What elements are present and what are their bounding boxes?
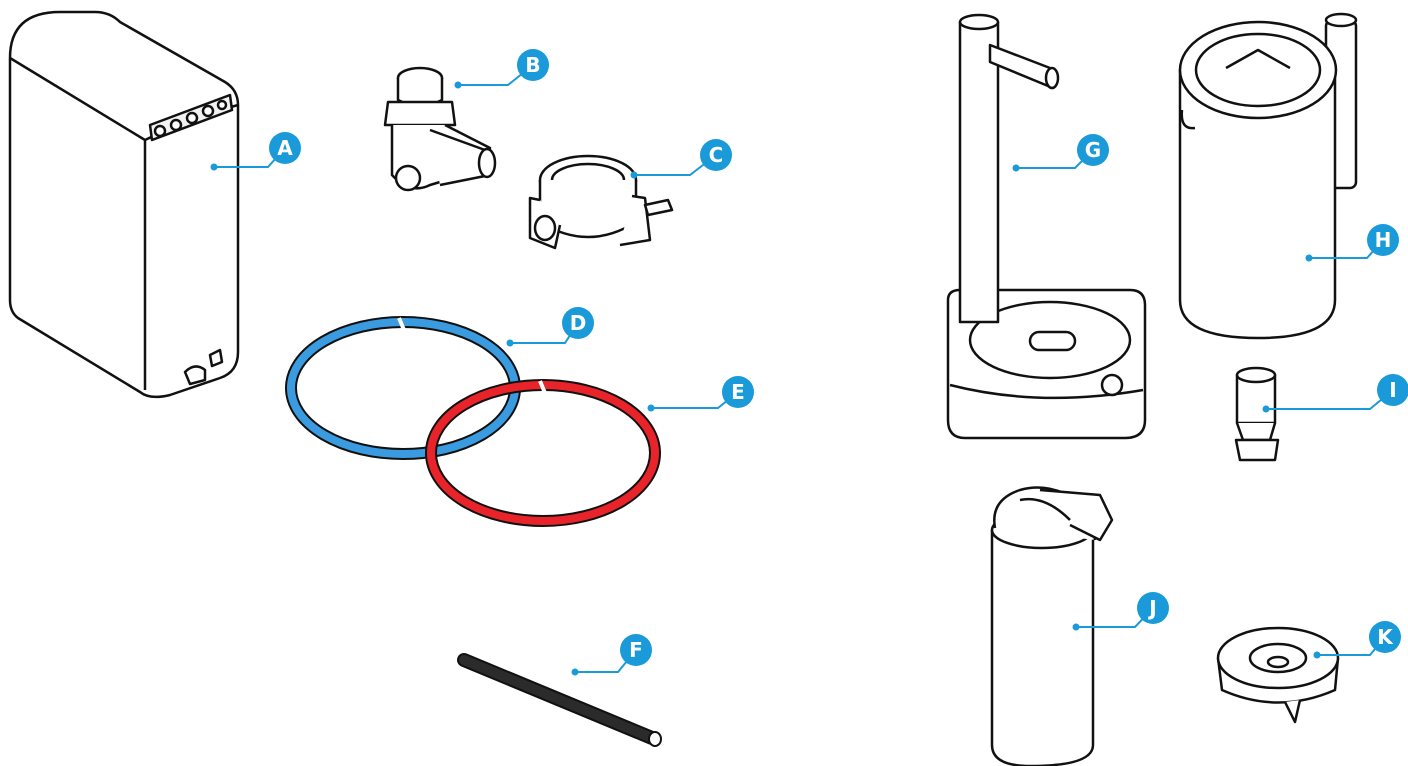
label-d: D [562, 307, 594, 339]
svg-text:G: G [1085, 138, 1101, 162]
svg-text:H: H [1375, 228, 1392, 252]
svg-text:J: J [1147, 596, 1156, 620]
label-g: G [1077, 134, 1109, 166]
label-h: H [1367, 224, 1399, 256]
label-c: C [700, 139, 732, 171]
part-g-faucet [948, 15, 1145, 438]
svg-text:I: I [1389, 378, 1396, 402]
svg-text:B: B [525, 53, 540, 77]
label-j: J [1137, 592, 1169, 624]
part-e-red-ring [431, 381, 655, 521]
svg-text:F: F [629, 638, 643, 662]
label-e: E [722, 376, 754, 408]
svg-text:E: E [731, 380, 745, 404]
label-i: I [1377, 374, 1408, 406]
part-d-blue-ring [291, 318, 515, 454]
svg-text:A: A [277, 136, 293, 160]
label-b: B [517, 49, 549, 81]
part-h-filter-housing [1180, 14, 1356, 338]
part-f-tube [464, 660, 661, 746]
part-a-main-unit [10, 12, 238, 397]
callout-dots [211, 82, 1321, 676]
svg-text:K: K [1377, 625, 1394, 649]
part-i-cartridge [1236, 368, 1278, 460]
svg-text:C: C [709, 143, 724, 167]
label-a: A [269, 132, 301, 164]
label-k: K [1369, 621, 1401, 653]
label-f: F [620, 634, 652, 666]
svg-text:D: D [570, 311, 587, 335]
part-c-clamp [530, 156, 672, 248]
part-k-cap [1218, 628, 1338, 722]
part-b-valve [385, 68, 495, 190]
